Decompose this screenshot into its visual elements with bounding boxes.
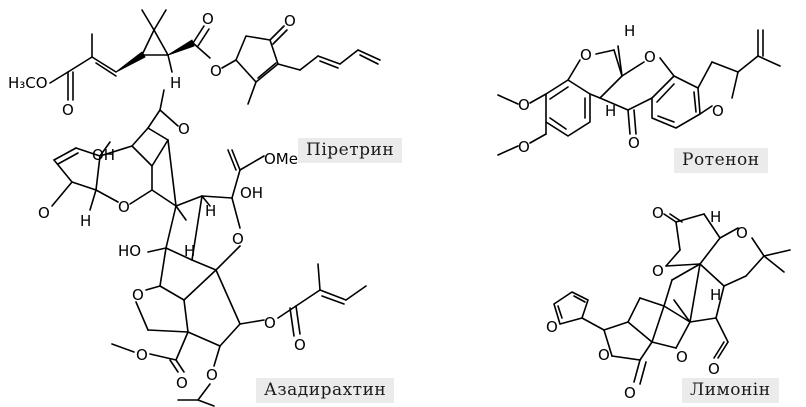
aza-acetate-o: O	[206, 366, 218, 384]
aza-ho-left: HO	[118, 242, 141, 260]
aza-oh-right: OH	[240, 184, 263, 202]
limonin-caption: Лимонін	[682, 378, 779, 403]
pyrethrin-caption: Піретрин	[298, 138, 403, 163]
rotenone-h-label-1: H	[624, 22, 635, 40]
lim-top-o-1: O	[652, 204, 664, 222]
pyrethrin-h3co-label: H₃CO	[8, 74, 48, 92]
rotenone-caption: Ротенон	[674, 148, 768, 173]
lim-h-mid: H	[710, 286, 721, 304]
aza-ring-o-1: O	[118, 198, 130, 216]
lim-ketone-o: O	[708, 360, 720, 378]
aza-ring-o-3: O	[132, 286, 144, 304]
aza-bottom-o-1: O	[176, 374, 188, 392]
pyrethrin-ketone-o: O	[284, 12, 296, 30]
aza-ester-o: O	[264, 314, 276, 332]
aza-bottom-o-2: O	[136, 346, 148, 364]
lim-ring-o-right: O	[736, 224, 748, 242]
lim-top-o-2: O	[652, 262, 664, 280]
pyrethrin-h-label: H	[170, 74, 181, 92]
pyrethrin-ester-o-top: O	[202, 10, 214, 28]
aza-tig-o: O	[294, 336, 306, 354]
aza-ome-label: OMe	[264, 150, 298, 168]
aza-h-3: H	[184, 242, 195, 260]
aza-h-2: H	[205, 202, 216, 220]
rotenone-ketone-o: O	[628, 134, 640, 152]
rotenone-methoxy-o-2: O	[518, 138, 530, 156]
rotenone-ring-o-2: O	[644, 48, 656, 66]
rotenone-h-label-2: H	[605, 102, 616, 120]
rotenone-furan-o: O	[712, 102, 724, 120]
aza-ring-o-2: O	[232, 230, 244, 248]
lim-epoxide-o: O	[676, 348, 688, 366]
pyrethrin-ester-o-link: O	[210, 62, 222, 80]
pyrethrin-carbonyl-o-label: O	[62, 101, 74, 119]
azadirachtin-caption: Азадирахтин	[256, 378, 395, 403]
aza-epoxide-o: O	[178, 120, 190, 138]
lim-furan-o: O	[546, 318, 558, 336]
rotenone-ring-o-1: O	[580, 46, 592, 64]
lim-lactone-o-2: O	[624, 384, 636, 402]
aza-furan-o: O	[38, 204, 50, 222]
lim-lactone-o-1: O	[598, 346, 610, 364]
rotenone-methoxy-o-1: O	[518, 96, 530, 114]
lim-h-top: H	[710, 208, 721, 226]
aza-h-1: H	[80, 212, 91, 230]
